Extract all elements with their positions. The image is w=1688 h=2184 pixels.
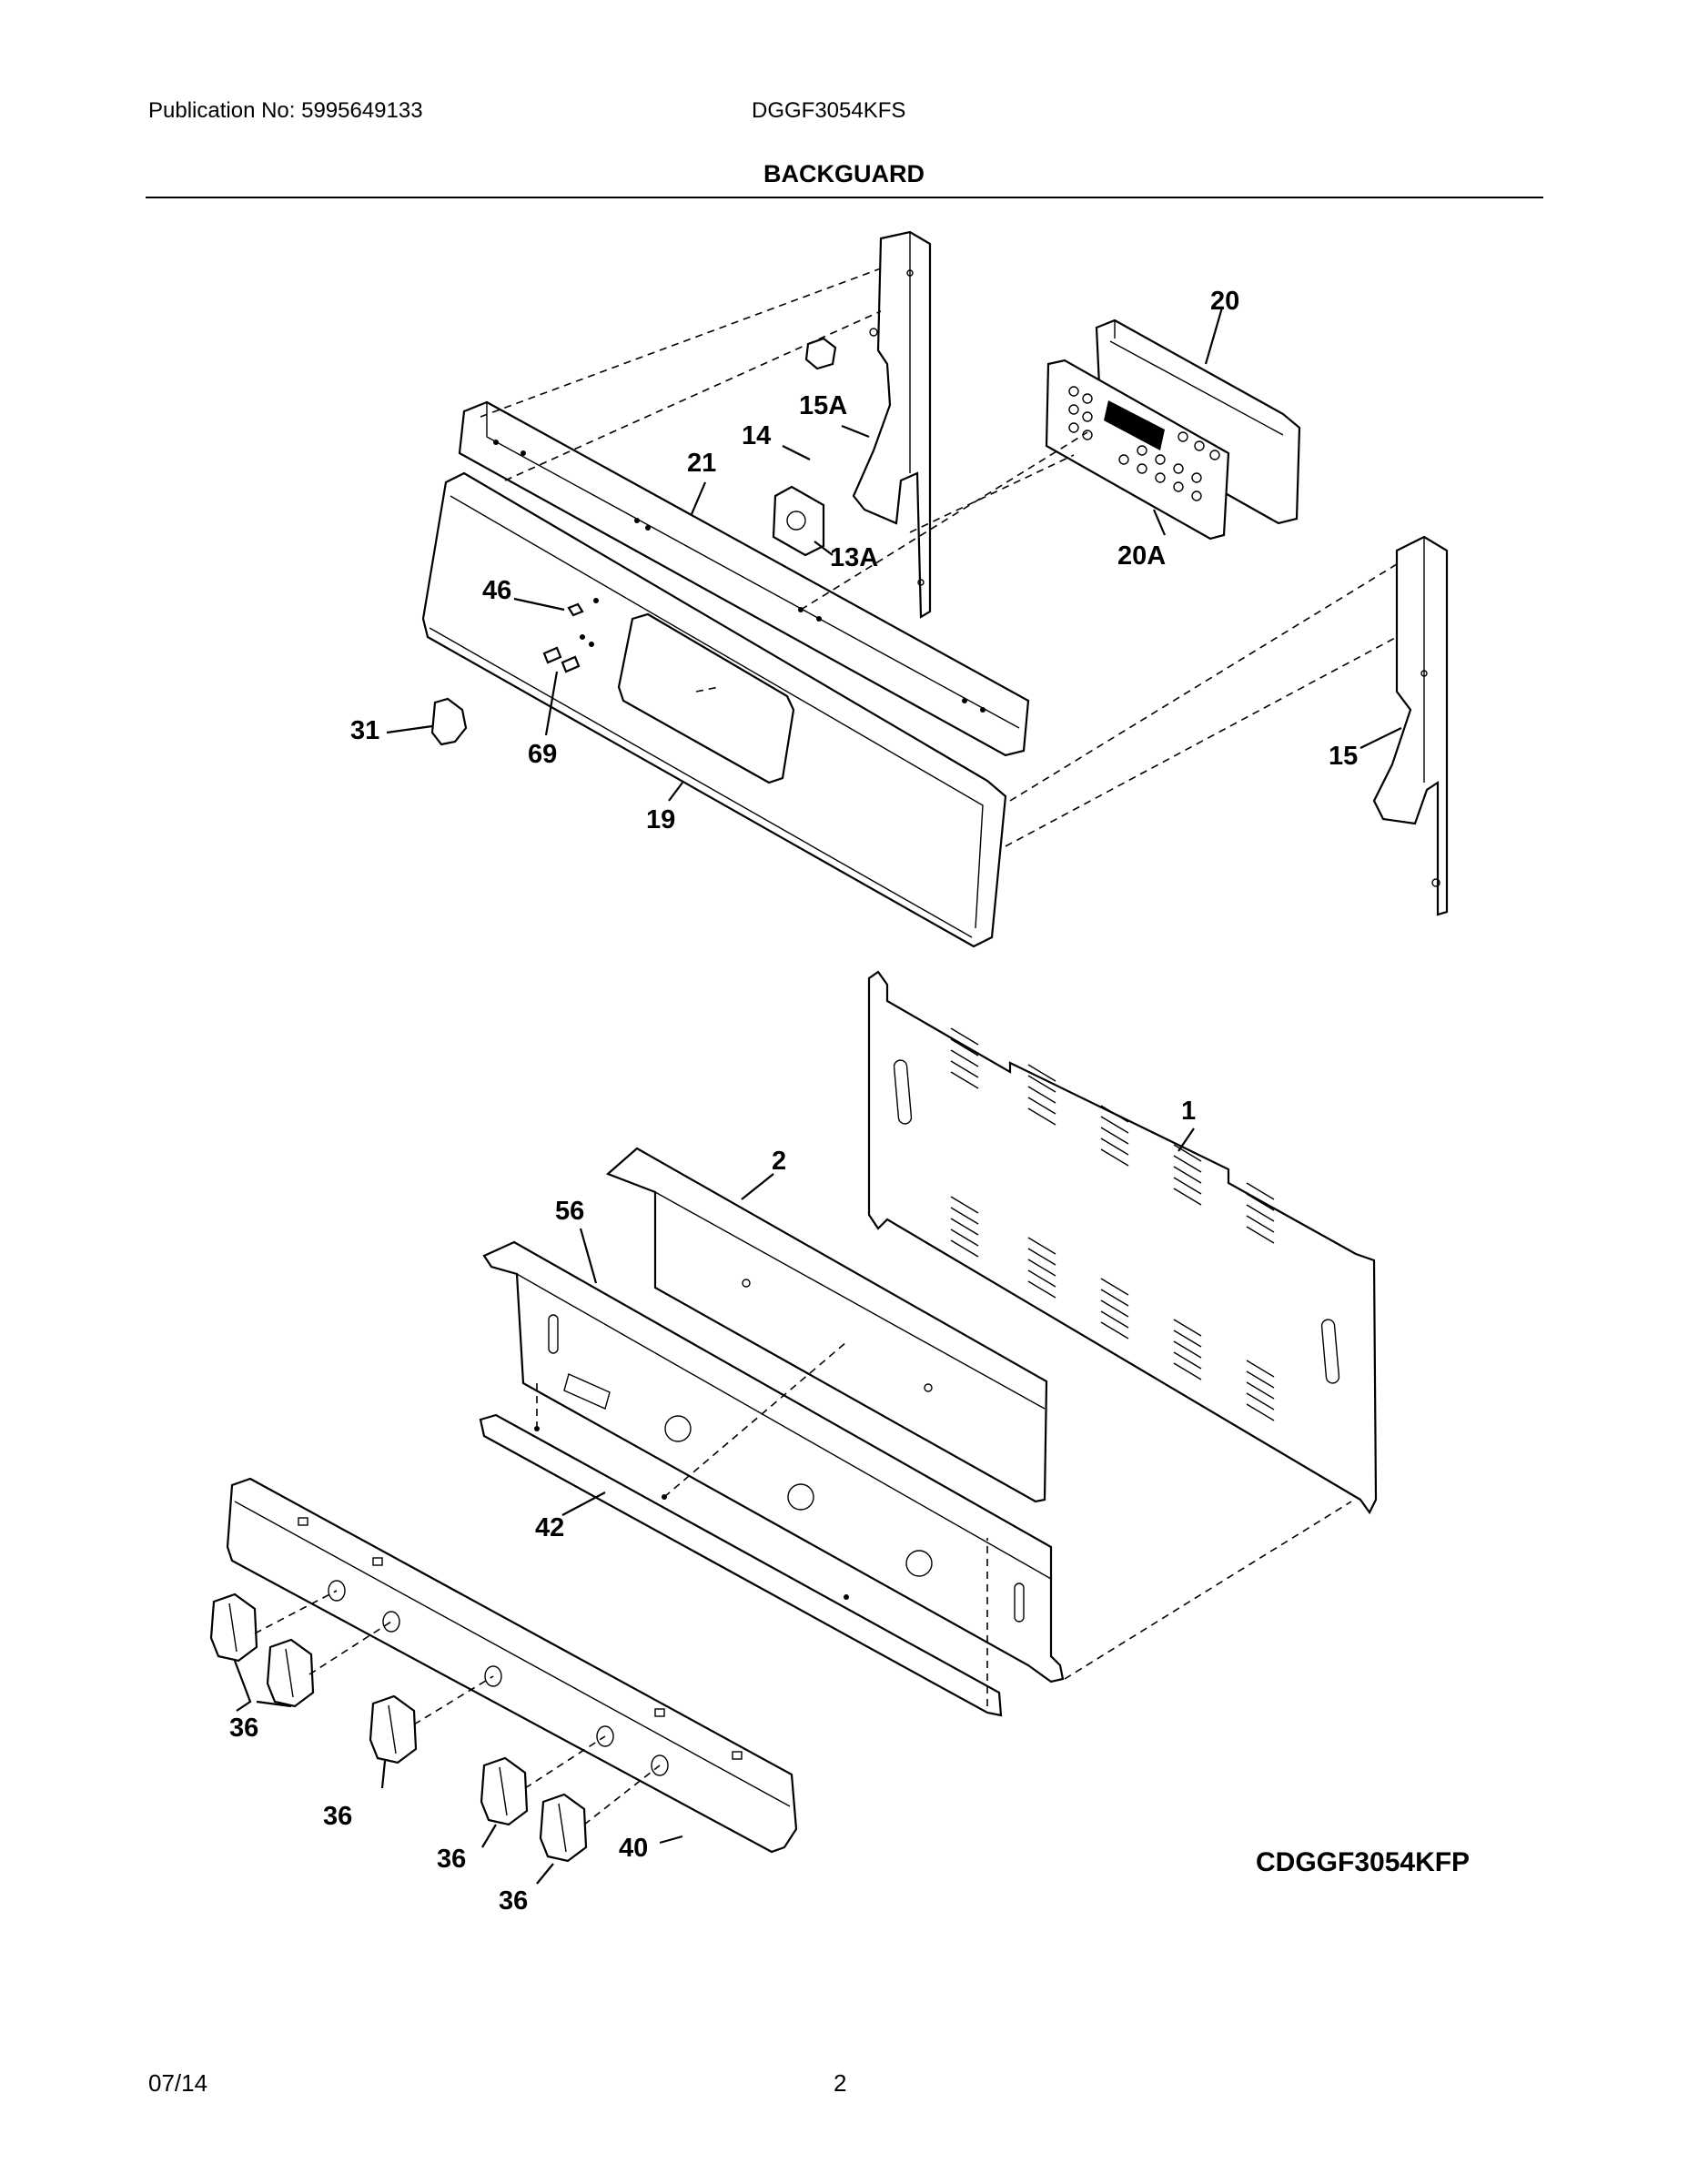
- part-15-bracket: [1372, 535, 1449, 916]
- part-36-knobs: [209, 1592, 588, 1863]
- callout-42: 42: [535, 1513, 564, 1542]
- part-56-manifold-panel: [482, 1240, 1065, 1684]
- knob-3: [369, 1694, 418, 1764]
- knob-5: [539, 1793, 588, 1863]
- callout-40: 40: [619, 1834, 648, 1863]
- publication-number: Publication No: 5995649133: [148, 98, 423, 123]
- callout-2: 2: [772, 1147, 786, 1176]
- callout-46: 46: [482, 576, 511, 605]
- callout-1: 1: [1181, 1097, 1196, 1126]
- callout-15: 15: [1329, 742, 1358, 771]
- callout-31: 31: [350, 716, 379, 745]
- part-20a-overlay: [1045, 359, 1230, 541]
- part-42-strip: [479, 1413, 1003, 1717]
- page-number: 2: [834, 2069, 847, 2097]
- part-2-shield: [605, 1147, 1048, 1503]
- part-69-screws: [542, 646, 581, 673]
- knob-1: [209, 1592, 258, 1663]
- part-15a-bracket: [852, 230, 932, 619]
- model-number: DGGF3054KFS: [752, 98, 906, 123]
- callout-36-b: 36: [323, 1802, 352, 1831]
- part-19-control-panel: [421, 471, 1007, 948]
- callout-36-c: 36: [437, 1845, 466, 1874]
- part-1-rear-panel: [867, 970, 1378, 1515]
- diagram-code: CDGGF3054KFP: [1256, 1847, 1471, 1877]
- knob-2: [266, 1638, 315, 1708]
- part-31-knob: [430, 697, 468, 746]
- callout-15a: 15A: [799, 391, 847, 420]
- callout-56: 56: [555, 1197, 584, 1226]
- page-title: BACKGUARD: [763, 160, 925, 187]
- callout-19: 19: [646, 805, 675, 834]
- part-46-screw: [567, 602, 584, 617]
- callout-20a: 20A: [1117, 541, 1166, 571]
- part-13a-switch: [772, 485, 825, 557]
- callout-13a: 13A: [830, 543, 878, 572]
- footer-date: 07/14: [148, 2069, 208, 2097]
- callout-20: 20: [1210, 287, 1239, 316]
- callout-labels: 20 15A 14 21 13A 20A 46 31 69 19 15 1 2 …: [229, 287, 1358, 1916]
- header-divider: [146, 197, 1543, 198]
- callout-21: 21: [687, 449, 716, 478]
- callout-36-a: 36: [229, 1714, 258, 1743]
- knob-4: [480, 1756, 529, 1826]
- part-14-switch: [804, 337, 837, 370]
- callout-36-d: 36: [499, 1886, 528, 1916]
- upper-alignment-lines: [480, 268, 1398, 847]
- callout-14: 14: [742, 421, 771, 450]
- callout-69: 69: [528, 740, 557, 769]
- lower-alignment-lines: [254, 1341, 1352, 1825]
- part-40-manifold-trim: [226, 1477, 798, 1854]
- leader-lines: [233, 307, 1402, 1885]
